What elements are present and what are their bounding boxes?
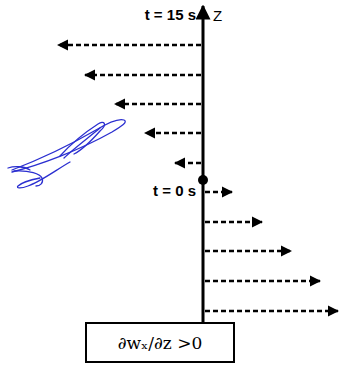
- wind-arrow: [85, 74, 201, 77]
- airplane-wing: [60, 122, 104, 156]
- axis-label: Z: [213, 8, 222, 23]
- airplane-wing-edge: [64, 128, 100, 158]
- wind-arrows: [58, 45, 338, 311]
- formula-box: ∂wₓ/∂z >0: [85, 322, 235, 363]
- wind-arrow: [205, 250, 291, 253]
- wind-arrow: [115, 103, 201, 106]
- formula-text: ∂wₓ/∂z >0: [118, 333, 203, 353]
- airplane-sketch: [8, 120, 125, 188]
- z-axis: [202, 6, 205, 323]
- wind-arrow: [205, 280, 320, 283]
- wind-arrow: [145, 132, 201, 135]
- wind-arrow: [205, 191, 232, 194]
- wind-arrow: [58, 44, 201, 47]
- airplane-stabilizer: [17, 162, 70, 188]
- time-label: t = 0 s: [153, 183, 196, 198]
- airplane-fin: [8, 167, 30, 170]
- wind-arrow: [175, 162, 201, 165]
- wind-arrow: [205, 310, 338, 313]
- time-label: t = 15 s: [145, 7, 196, 22]
- origin-dot: [198, 175, 208, 185]
- wind-arrow: [205, 221, 262, 224]
- airplane-fuselage: [12, 120, 125, 172]
